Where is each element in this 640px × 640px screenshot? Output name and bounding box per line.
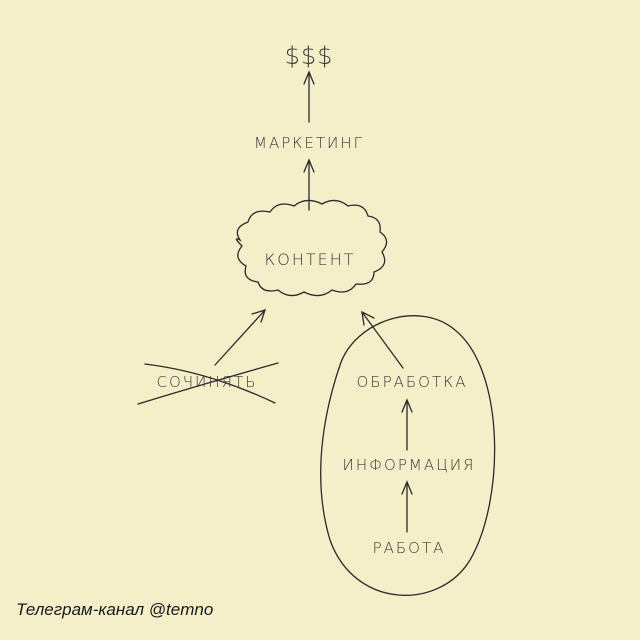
arrow-processing-to-content (361, 310, 404, 369)
node-money: $$$ (284, 42, 334, 70)
arrow-content-to-marketing (303, 158, 315, 211)
grouping-oval (320, 315, 496, 596)
arrow-information-to-processing (401, 398, 413, 451)
footer-telegram-channel: Телеграм-канал @temno (16, 600, 214, 619)
arrow-marketing-to-money (303, 70, 315, 123)
node-information: ИНФОРМАЦИЯ (342, 456, 476, 474)
node-marketing: МАРКЕТИНГ (254, 134, 364, 152)
arrow-compose-to-content (214, 309, 267, 366)
content-cloud (235, 199, 388, 297)
arrow-work-to-information (401, 480, 413, 533)
node-compose-crossed: СОЧИНЯТЬ (156, 373, 258, 391)
node-processing: ОБРАБОТКА (356, 373, 468, 391)
node-work: РАБОТА (372, 539, 446, 557)
node-content: КОНТЕНТ (264, 250, 356, 269)
cross-out-mark (137, 362, 279, 405)
